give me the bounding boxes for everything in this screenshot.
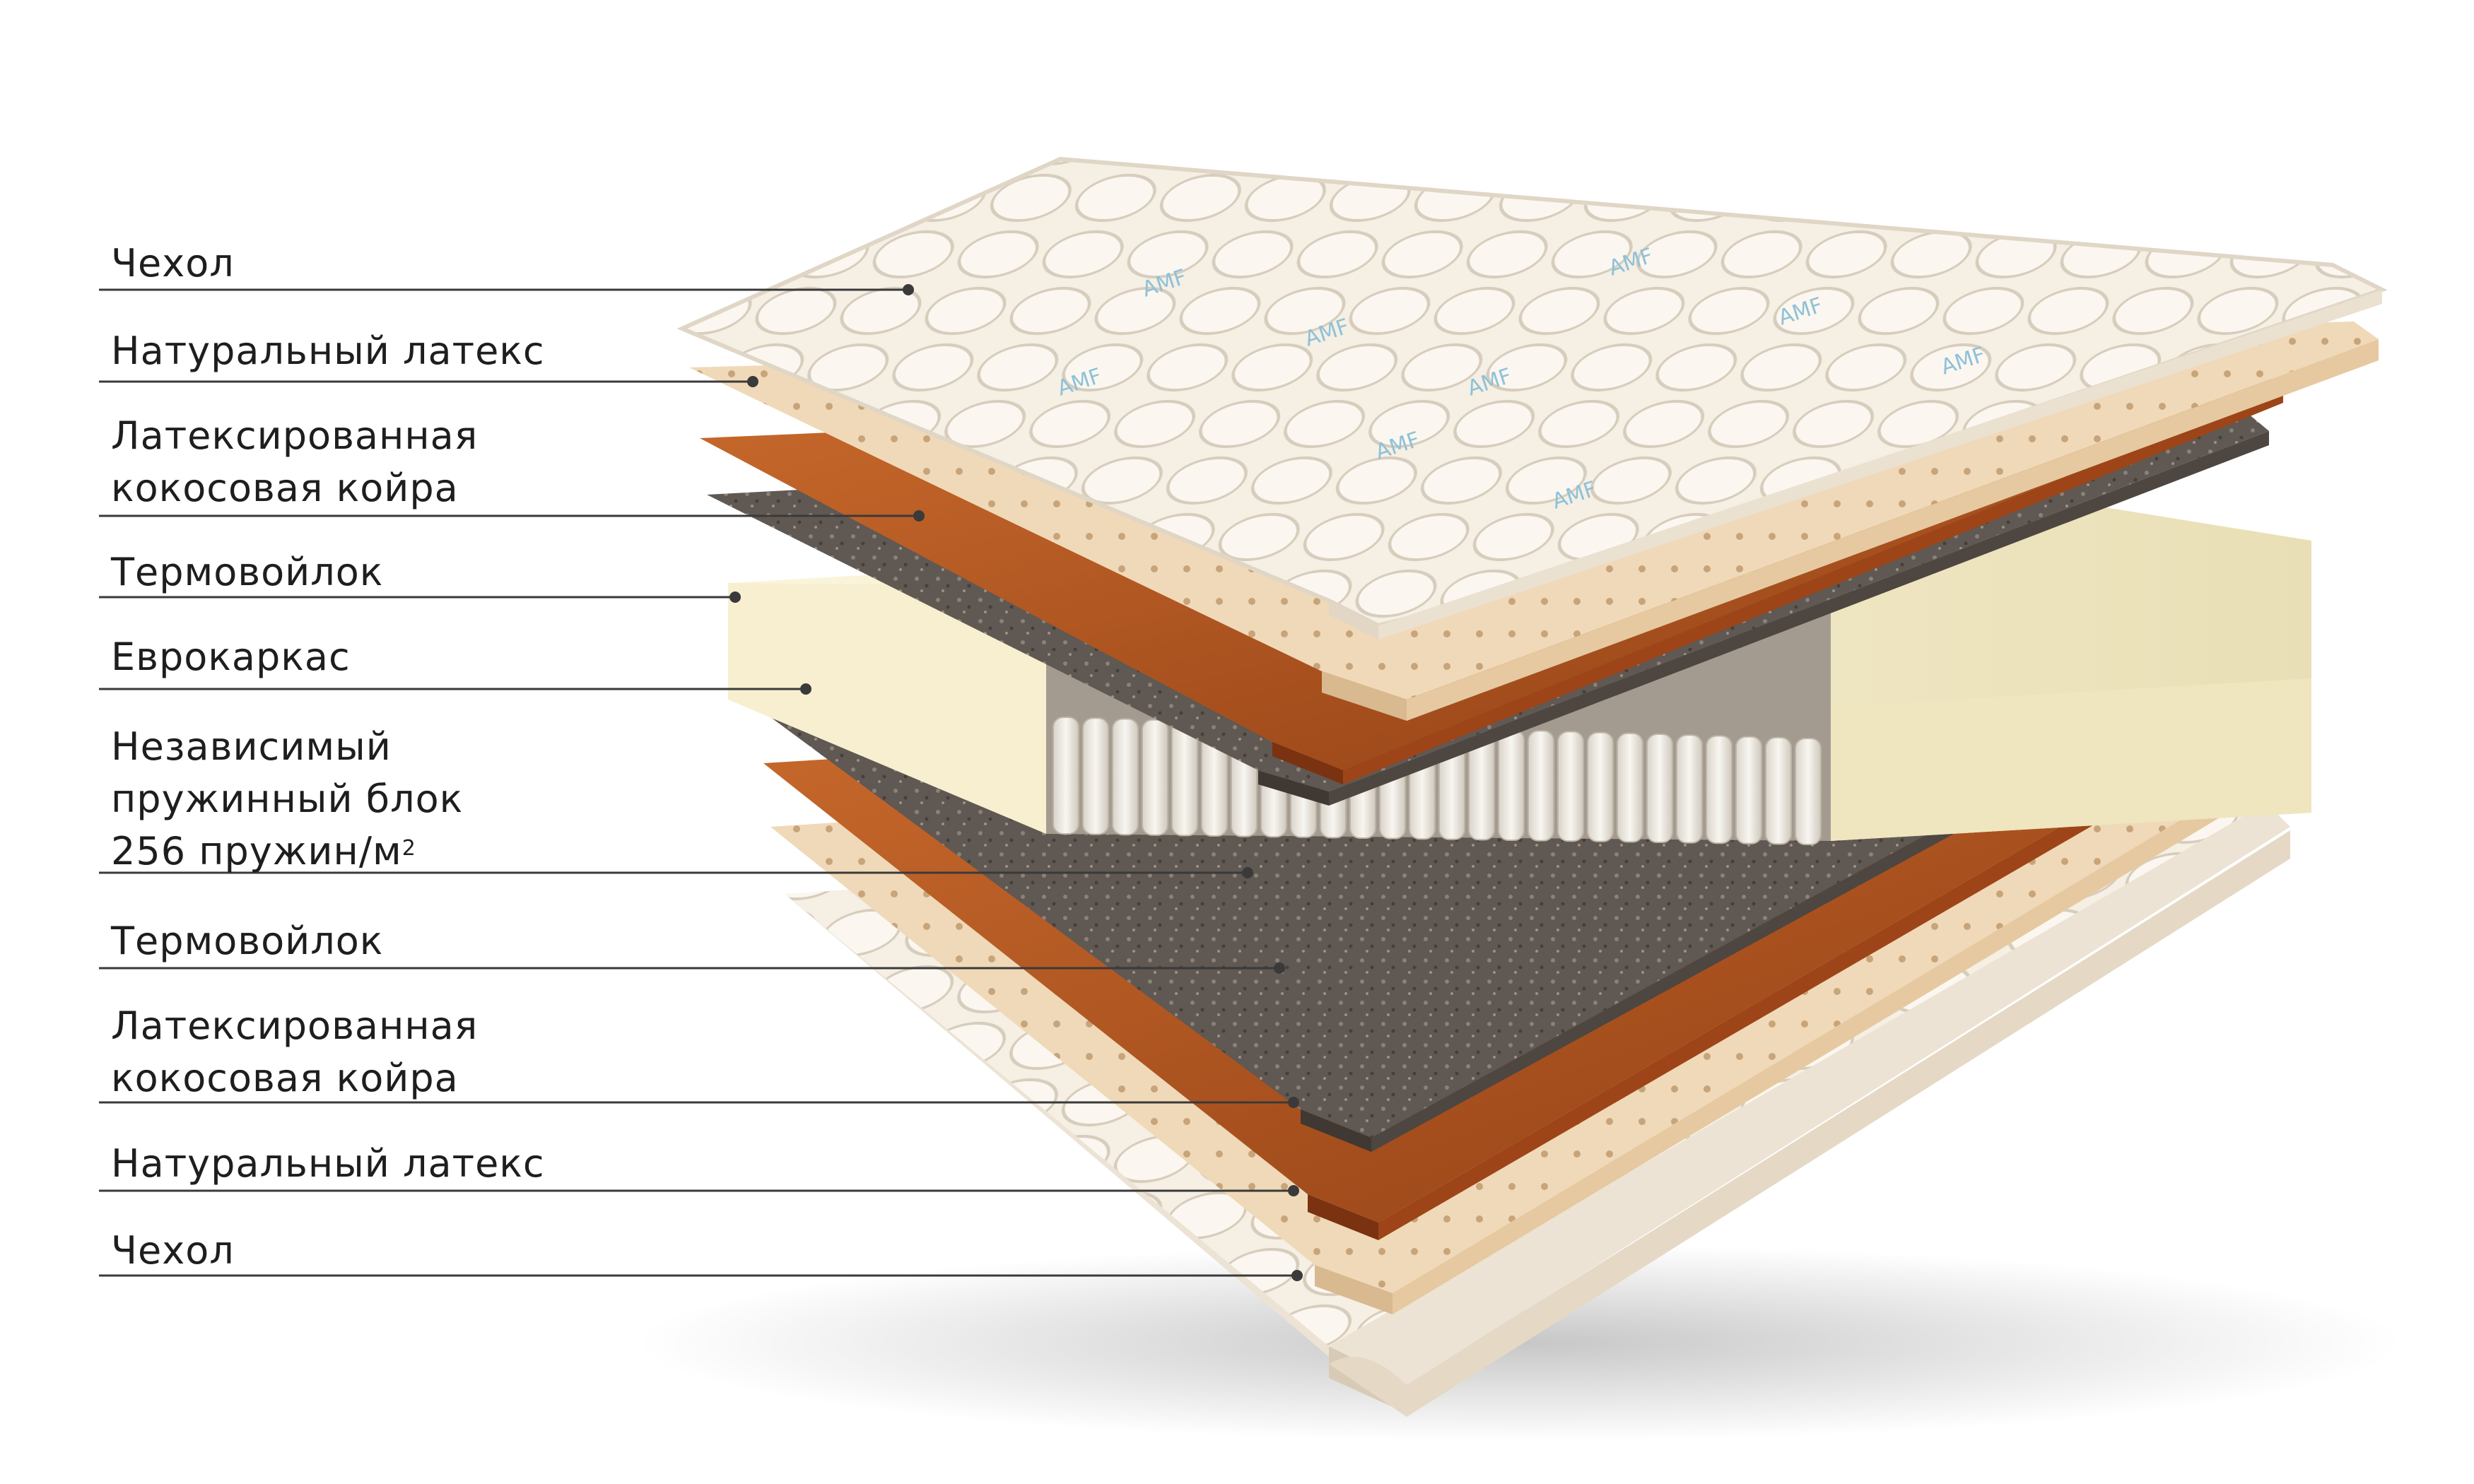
leader-lines xyxy=(99,284,1303,1281)
label-bottom-natural-latex: Натуральный латекс xyxy=(111,1141,545,1186)
spring-coil xyxy=(1557,731,1584,842)
leader-dot xyxy=(800,683,811,695)
label-bottom-coconut-coir: Латексированная кокосовая койра xyxy=(111,1003,479,1100)
label-top-thermal-felt: Термовойлок xyxy=(111,550,384,594)
leader-dot xyxy=(913,510,925,522)
leader-dot xyxy=(903,284,914,295)
spring-coil xyxy=(1765,736,1792,845)
label-bottom-cover: Чехол xyxy=(111,1228,235,1273)
spring-coil xyxy=(1053,717,1079,835)
spring-coil xyxy=(1646,734,1673,843)
leader-dot xyxy=(1291,1270,1303,1281)
label-top-natural-latex: Натуральный латекс xyxy=(111,329,545,373)
spring-coil xyxy=(1735,736,1762,844)
spring-coil xyxy=(1112,718,1139,836)
leader-dot xyxy=(747,376,758,387)
label-top-coconut-coir: Латексированная кокосовая койра xyxy=(111,413,479,510)
spring-coil xyxy=(1795,738,1822,845)
leader-dot xyxy=(1288,1097,1299,1108)
label-spring-block: Независимый пружинный блок 256 пружин/м2 xyxy=(111,724,464,873)
label-top-cover: Чехол xyxy=(111,241,235,285)
superscript-two: 2 xyxy=(401,836,416,861)
spring-coil xyxy=(1142,719,1168,836)
spring-coil xyxy=(1676,734,1703,844)
leader-dot xyxy=(1242,867,1253,878)
leader-dot xyxy=(729,591,741,603)
spring-coil xyxy=(1498,729,1525,841)
label-euro-frame: Еврокаркас xyxy=(111,635,351,679)
leader-dot xyxy=(1274,962,1285,974)
spring-coil xyxy=(1528,730,1554,842)
leader-dot xyxy=(1288,1185,1299,1196)
spring-coil xyxy=(1706,735,1733,844)
spring-coil xyxy=(1617,732,1643,843)
spring-coil xyxy=(1082,717,1109,835)
label-bottom-thermal-felt: Термовойлок xyxy=(111,919,384,963)
spring-coil xyxy=(1587,731,1614,842)
